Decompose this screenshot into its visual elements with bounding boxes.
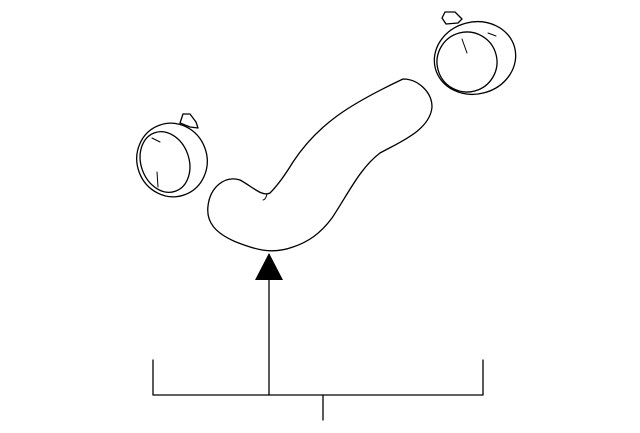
hose-part: [207, 78, 433, 252]
right-hose-clamp: [433, 11, 517, 96]
left-hose-clamp: [136, 113, 208, 198]
bracket-icon: [152, 359, 484, 421]
up-arrow-icon: [255, 253, 283, 396]
